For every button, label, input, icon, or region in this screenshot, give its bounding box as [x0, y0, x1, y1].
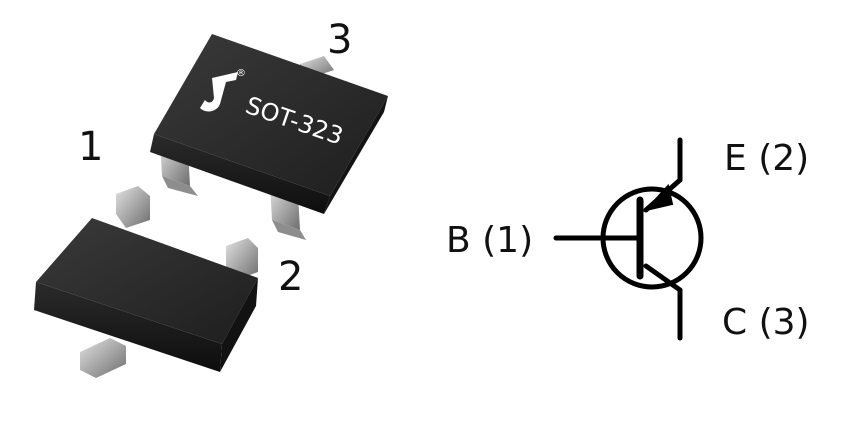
emitter-arrow — [643, 183, 674, 212]
pin-number-2: 2 — [278, 254, 303, 300]
package-lower-front — [34, 282, 222, 372]
manufacturer-logo: ® — [200, 68, 246, 112]
package-lower-top — [36, 218, 258, 344]
package-lower — [34, 186, 258, 378]
transistor-symbol — [553, 137, 704, 341]
lead-front-bottom — [80, 338, 126, 378]
package-upper-top — [154, 34, 388, 196]
lead-rear-left — [116, 186, 150, 228]
package-upper: ® SOT-323 — [150, 34, 388, 240]
emitter-label: E (2) — [724, 138, 809, 179]
package-upper-side — [150, 134, 330, 214]
pin-number-1: 1 — [78, 124, 103, 170]
registered-mark: ® — [236, 68, 246, 79]
base-label: B (1) — [446, 220, 533, 261]
collector-lead — [643, 263, 683, 293]
pin-number-3: 3 — [327, 17, 352, 63]
collector-label: C (3) — [722, 302, 810, 343]
